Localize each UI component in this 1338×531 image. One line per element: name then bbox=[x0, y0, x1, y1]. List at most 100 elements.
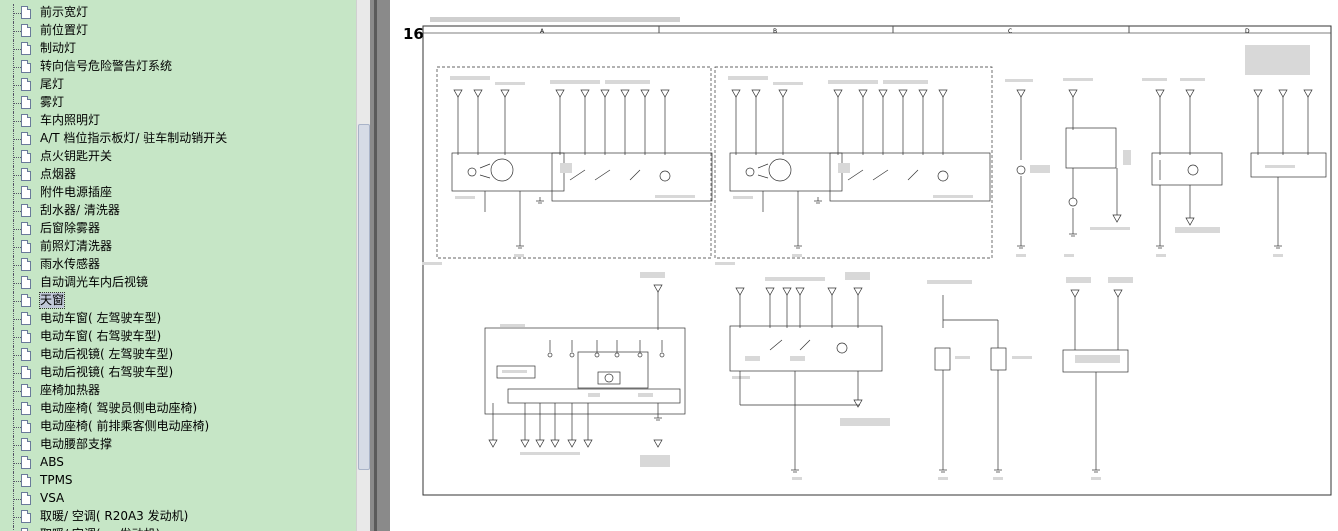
tree-connector bbox=[14, 391, 21, 392]
connector-symbol bbox=[898, 89, 908, 98]
bookmark-item[interactable]: 点火钥匙开关 bbox=[0, 148, 356, 166]
bookmark-item[interactable]: VSA bbox=[0, 490, 356, 508]
bookmark-item[interactable]: 雨水传感器 bbox=[0, 256, 356, 274]
bookmark-item[interactable]: A/T 档位指示板灯/ 驻车制动销开关 bbox=[0, 130, 356, 148]
label-block bbox=[838, 163, 850, 173]
bookmark-item[interactable]: 前照灯清洗器 bbox=[0, 238, 356, 256]
tree-connector bbox=[13, 400, 15, 418]
tree-connector bbox=[14, 49, 21, 50]
bookmark-item[interactable]: 电动后视镜( 左驾驶车型) bbox=[0, 346, 356, 364]
tree-connector bbox=[13, 22, 15, 40]
bookmark-label: TPMS bbox=[40, 473, 73, 487]
bookmark-item[interactable]: 制动灯 bbox=[0, 40, 356, 58]
motor-box bbox=[577, 351, 649, 389]
label-block bbox=[938, 477, 948, 480]
bookmark-item[interactable]: 前示宽灯 bbox=[0, 4, 356, 22]
connector-symbol bbox=[1016, 89, 1026, 98]
bookmark-item[interactable]: 电动车窗( 左驾驶车型) bbox=[0, 310, 356, 328]
component-symbol bbox=[659, 352, 665, 358]
tree-connector bbox=[13, 346, 15, 364]
label-block bbox=[1108, 277, 1133, 283]
document-icon bbox=[21, 348, 31, 361]
bookmark-item[interactable]: 点烟器 bbox=[0, 166, 356, 184]
tree-connector bbox=[14, 265, 21, 266]
bookmark-item[interactable]: 电动车窗( 右驾驶车型) bbox=[0, 328, 356, 346]
label-block bbox=[1090, 227, 1130, 230]
label-block bbox=[840, 418, 890, 426]
bookmark-item[interactable]: 取暖/ 空调( R20A3 发动机) bbox=[0, 508, 356, 526]
component-symbol bbox=[467, 167, 477, 177]
label-block bbox=[560, 163, 572, 173]
bookmark-label: 取暖/ 空调( R20A3 发动机) bbox=[40, 509, 189, 523]
bookmark-item[interactable]: 尾灯 bbox=[0, 76, 356, 94]
tree-connector bbox=[14, 355, 21, 356]
tree-connector bbox=[14, 121, 21, 122]
bookmark-item[interactable]: 自动调光车内后视镜 bbox=[0, 274, 356, 292]
bookmark-item[interactable]: TPMS bbox=[0, 472, 356, 490]
bookmark-item[interactable]: ABS bbox=[0, 454, 356, 472]
wire bbox=[594, 169, 611, 181]
bookmark-label: 制动灯 bbox=[40, 41, 77, 55]
bookmark-label: 前示宽灯 bbox=[40, 5, 89, 19]
bookmark-label: 取暖/ 空调( ... 发动机) bbox=[40, 527, 160, 531]
bookmark-label: ABS bbox=[40, 455, 64, 469]
document-icon bbox=[21, 312, 31, 325]
scrollbar-thumb[interactable] bbox=[358, 124, 370, 470]
bookmark-item[interactable]: 刮水器/ 清洗器 bbox=[0, 202, 356, 220]
wire bbox=[757, 163, 769, 169]
bookmark-item[interactable]: 座椅加热器 bbox=[0, 382, 356, 400]
connector-symbol bbox=[938, 89, 948, 98]
tree-connector bbox=[13, 220, 15, 238]
bookmark-item[interactable]: 转向信号危险警告灯系统 bbox=[0, 58, 356, 76]
bookmark-label: 刮水器/ 清洗器 bbox=[40, 203, 120, 217]
label-block bbox=[1156, 254, 1166, 257]
bookmark-label: 电动车窗( 左驾驶车型) bbox=[40, 311, 162, 325]
document-icon bbox=[21, 276, 31, 289]
bookmark-item[interactable]: 雾灯 bbox=[0, 94, 356, 112]
wire bbox=[757, 174, 769, 179]
tree-connector bbox=[13, 436, 15, 454]
wire bbox=[907, 169, 919, 181]
component-symbol bbox=[614, 352, 620, 358]
connector-symbol bbox=[580, 89, 590, 98]
label-block bbox=[550, 80, 600, 84]
connector-symbol bbox=[453, 89, 463, 98]
document-icon bbox=[21, 96, 31, 109]
tree-connector bbox=[13, 94, 15, 112]
bookmark-item[interactable]: 附件电源插座 bbox=[0, 184, 356, 202]
connector-symbol bbox=[833, 89, 843, 98]
sidebar-scrollbar[interactable] bbox=[356, 0, 371, 531]
label-block bbox=[455, 196, 475, 199]
bookmark-item[interactable]: 电动后视镜( 右驾驶车型) bbox=[0, 364, 356, 382]
document-icon bbox=[21, 420, 31, 433]
tree-connector bbox=[13, 112, 15, 130]
tree-connector bbox=[13, 364, 15, 382]
bookmark-label: 电动后视镜( 左驾驶车型) bbox=[40, 347, 174, 361]
wiring-diagram-page: 16 A B C D bbox=[403, 17, 1332, 496]
document-viewer: 16 A B C D bbox=[390, 0, 1338, 531]
label-block bbox=[993, 477, 1003, 480]
tree-connector bbox=[13, 76, 15, 94]
diagram-frame bbox=[422, 25, 1332, 496]
label-block bbox=[605, 80, 650, 84]
tree-connector bbox=[13, 328, 15, 346]
bookmark-item[interactable]: 电动座椅( 前排乘客侧电动座椅) bbox=[0, 418, 356, 436]
document-icon bbox=[21, 204, 31, 217]
pane-splitter[interactable] bbox=[370, 0, 390, 531]
bookmark-item[interactable]: 后窗除雾器 bbox=[0, 220, 356, 238]
bookmark-item[interactable]: 取暖/ 空调( ... 发动机) bbox=[0, 526, 356, 531]
document-icon bbox=[21, 6, 31, 19]
bookmark-item[interactable]: 电动座椅( 驾驶员侧电动座椅) bbox=[0, 400, 356, 418]
bookmark-item[interactable]: 车内照明灯 bbox=[0, 112, 356, 130]
label-block bbox=[514, 254, 524, 257]
connector-symbol bbox=[827, 287, 837, 296]
tree-connector bbox=[13, 58, 15, 76]
bookmark-item[interactable]: 前位置灯 bbox=[0, 22, 356, 40]
label-block bbox=[1075, 355, 1120, 363]
document-icon bbox=[21, 492, 31, 505]
connector-symbol bbox=[731, 89, 741, 98]
fuse-box bbox=[934, 347, 951, 371]
bookmark-item[interactable]: 天窗 bbox=[0, 292, 356, 310]
bookmark-item[interactable]: 电动腰部支撑 bbox=[0, 436, 356, 454]
motor-symbol bbox=[597, 371, 621, 385]
